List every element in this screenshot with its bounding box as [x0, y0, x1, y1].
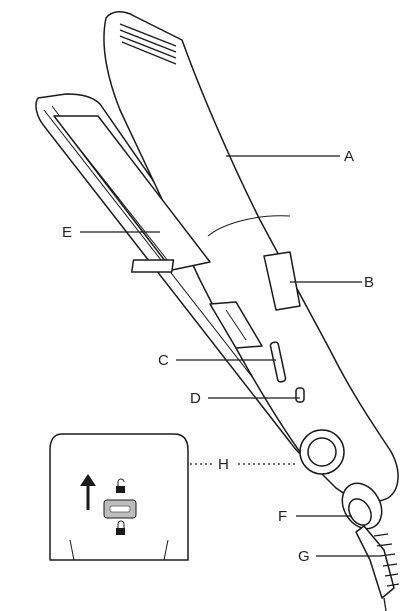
power-slider	[269, 341, 287, 383]
lock-button	[295, 387, 305, 403]
callout-b: B	[364, 274, 374, 291]
lock-slider-switch	[103, 499, 137, 519]
hinge-inner	[307, 437, 337, 467]
callout-f: F	[278, 508, 287, 525]
locked-padlock-icon	[116, 520, 125, 535]
heating-plate	[53, 115, 211, 273]
upper-arm	[103, 11, 399, 503]
callout-d: D	[190, 390, 201, 407]
display-window	[263, 251, 301, 311]
callout-g: G	[298, 548, 310, 565]
callout-h: H	[218, 456, 229, 473]
callout-c: C	[158, 352, 169, 369]
lock-inset-box	[49, 433, 189, 561]
swivel-cord	[341, 482, 400, 611]
callout-e: E	[62, 224, 72, 241]
callout-a: A	[344, 148, 354, 165]
up-arrow-icon	[80, 474, 96, 510]
unlocked-padlock-icon	[116, 478, 125, 493]
